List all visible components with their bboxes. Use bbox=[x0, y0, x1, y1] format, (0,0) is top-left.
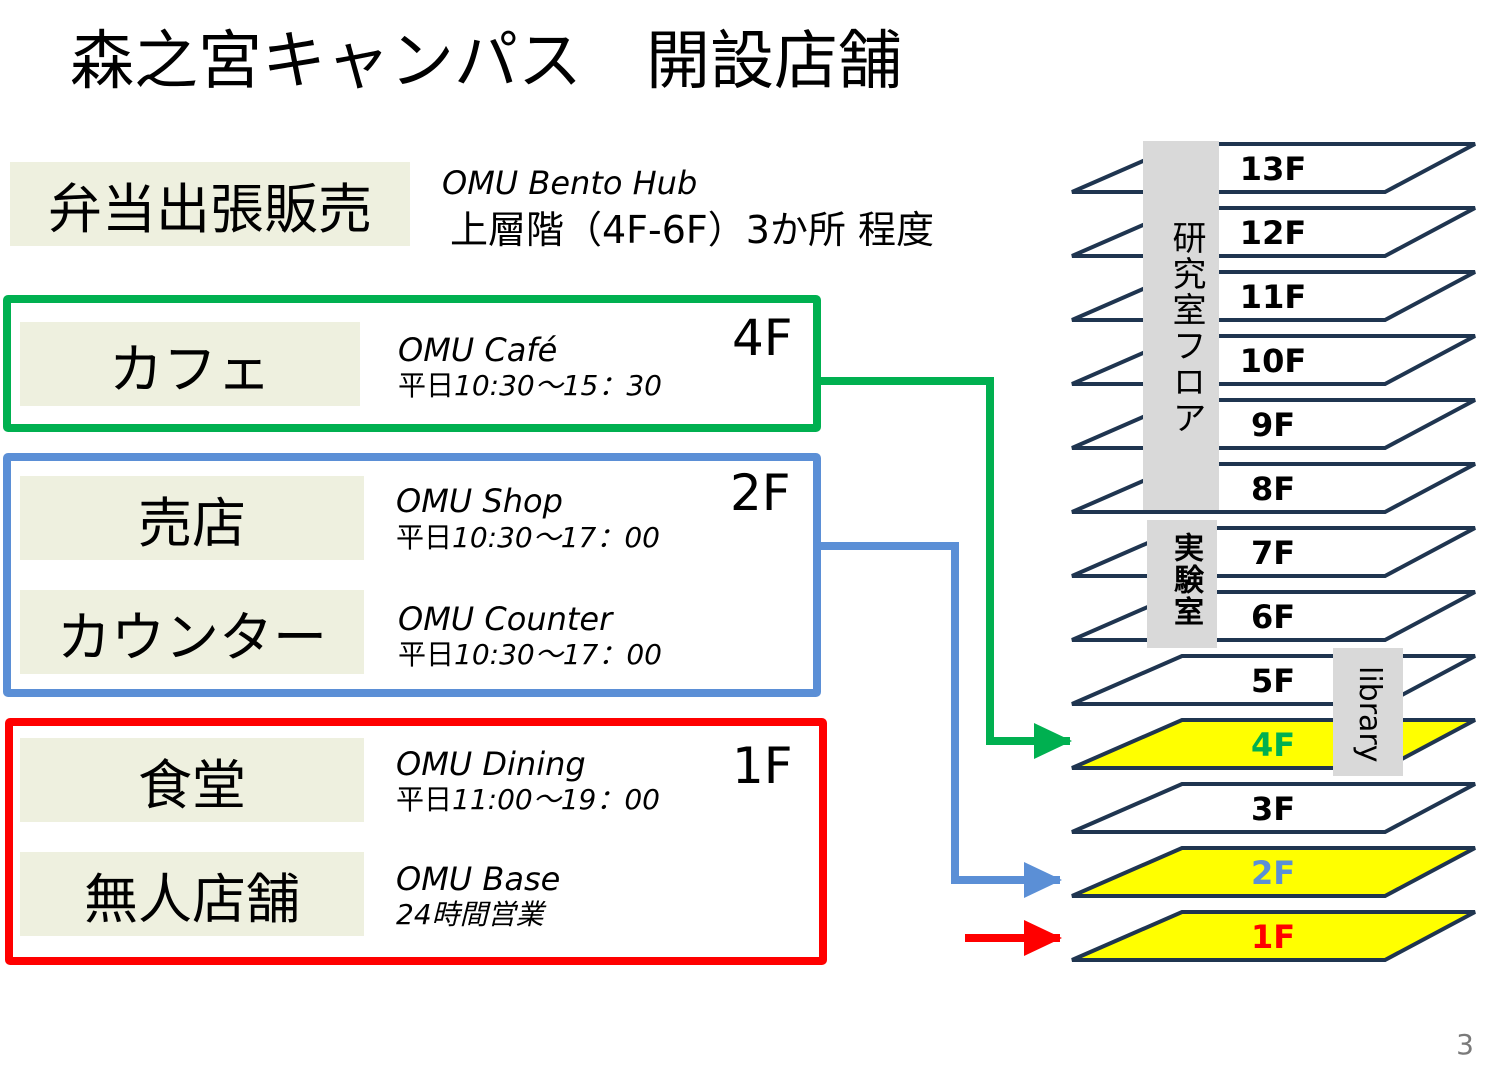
hours-prefix: 平日 bbox=[396, 783, 453, 816]
lab-floor-label: 実験室 bbox=[1168, 532, 1203, 628]
store-label-box: 無人店舗 bbox=[20, 852, 364, 936]
floor-3f bbox=[1071, 782, 1476, 834]
store-hours: 平日10:30～17：00 bbox=[396, 521, 660, 555]
store-name: OMU Shop bbox=[396, 482, 563, 520]
floor-label: 5F bbox=[1251, 662, 1295, 700]
green-arrow bbox=[821, 377, 1072, 759]
floor-label: 3F bbox=[1251, 790, 1295, 828]
library-label: library bbox=[1352, 666, 1387, 763]
floor-label: 9F bbox=[1251, 406, 1295, 444]
store-label: 売店 bbox=[138, 491, 246, 555]
research-floor-tag bbox=[1143, 141, 1219, 510]
dining-group-frame bbox=[5, 718, 827, 965]
floor-label: 12F bbox=[1240, 214, 1306, 252]
store-label: カフェ bbox=[109, 337, 271, 401]
hours-time: 10:30～15：30 bbox=[454, 369, 662, 402]
store-label-box: 売店 bbox=[20, 476, 364, 560]
floor-2f bbox=[1071, 846, 1476, 898]
store-name: OMU Counter bbox=[398, 600, 613, 638]
store-hours: 平日11:00～19：00 bbox=[396, 783, 660, 817]
page-number: 3 bbox=[1456, 1028, 1474, 1061]
floor-label: 13F bbox=[1240, 150, 1306, 188]
store-hours: 24時間営業 bbox=[396, 898, 544, 932]
group-floor-label: 2F bbox=[730, 464, 791, 522]
hours-time: 11:00～19：00 bbox=[452, 783, 660, 816]
hours-prefix: 平日 bbox=[396, 521, 453, 554]
library-tag bbox=[1333, 648, 1403, 776]
hours-prefix: 平日 bbox=[398, 638, 455, 671]
store-label: カウンター bbox=[57, 605, 327, 669]
hours-time: 10:30～17：00 bbox=[452, 521, 660, 554]
store-label-box: カフェ bbox=[20, 322, 360, 406]
page-title: 森之宮キャンパス 開設店舗 bbox=[70, 25, 902, 99]
store-label: 食堂 bbox=[138, 753, 246, 817]
store-label-box: カウンター bbox=[20, 590, 364, 674]
store-hours: 平日10:30～15：30 bbox=[398, 369, 662, 403]
store-hours: 平日10:30～17：00 bbox=[398, 638, 662, 672]
group-floor-label: 1F bbox=[732, 737, 793, 795]
floor-1f bbox=[1071, 910, 1476, 962]
store-name: OMU Café bbox=[398, 331, 558, 369]
lab-floor-tag bbox=[1147, 520, 1217, 648]
floor-label: 10F bbox=[1240, 342, 1306, 380]
bento-label-box: 弁当出張販売 bbox=[10, 162, 410, 246]
floor-label: 11F bbox=[1240, 278, 1306, 316]
blue-arrow bbox=[821, 542, 1062, 898]
bento-detail: 上層階（4F-6F）3か所 程度 bbox=[450, 208, 935, 252]
bento-name: OMU Bento Hub bbox=[442, 164, 698, 202]
floor-label: 4F bbox=[1251, 726, 1295, 764]
floor-label: 1F bbox=[1251, 918, 1295, 956]
floor-label: 7F bbox=[1251, 534, 1295, 572]
hours-time: 10:30～17：00 bbox=[454, 638, 662, 671]
store-name: OMU Dining bbox=[396, 745, 586, 783]
bento-label: 弁当出張販売 bbox=[48, 177, 372, 241]
shop-group-frame bbox=[3, 453, 821, 697]
cafe-group-frame bbox=[3, 295, 821, 432]
hours-time: 24時間営業 bbox=[396, 898, 544, 931]
floor-label: 6F bbox=[1251, 598, 1295, 636]
store-label: 無人店舗 bbox=[84, 867, 300, 931]
floor-label: 2F bbox=[1251, 854, 1295, 892]
floor-label: 8F bbox=[1251, 470, 1295, 508]
group-floor-label: 4F bbox=[732, 309, 793, 367]
hours-prefix: 平日 bbox=[398, 369, 455, 402]
store-name: OMU Base bbox=[396, 860, 561, 898]
research-floor-label: 研究室フロア bbox=[1166, 220, 1206, 436]
store-label-box: 食堂 bbox=[20, 738, 364, 822]
